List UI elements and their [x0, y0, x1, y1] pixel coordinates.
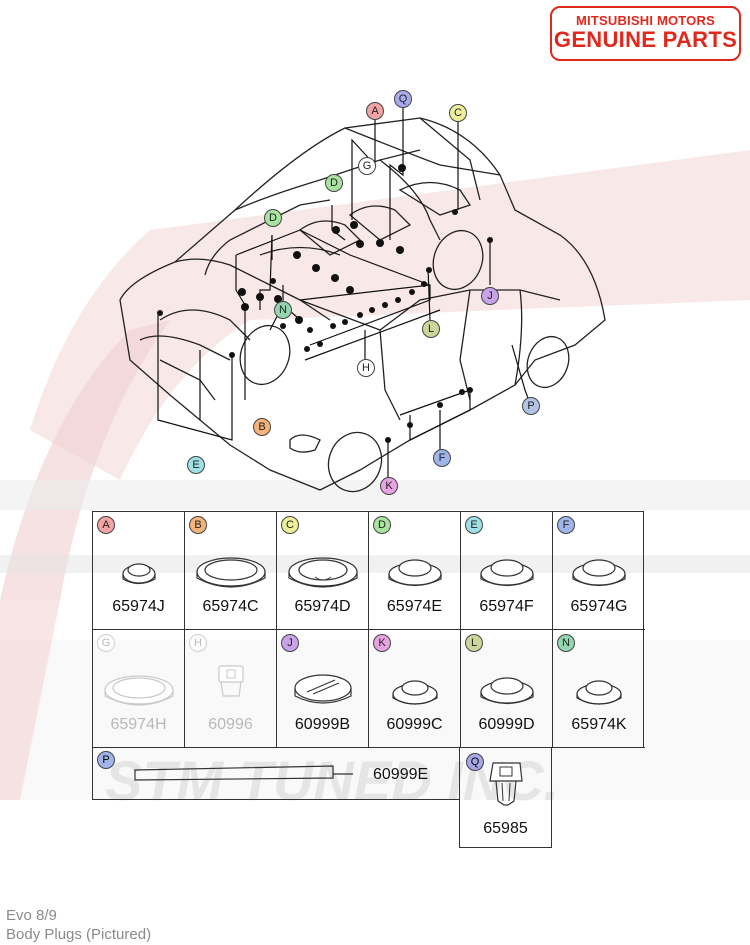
caption-model: Evo 8/9 [6, 907, 57, 924]
logo-brand: MITSUBISHI MOTORS [576, 13, 715, 28]
genuine-parts-logo: MITSUBISHI MOTORS GENUINE PARTS [550, 6, 741, 61]
part-badge-l: L [465, 634, 483, 652]
part-cell-a: A 65974J [93, 512, 185, 630]
part-badge-e: E [465, 516, 483, 534]
strip-plug-icon [134, 765, 353, 781]
part-badge-q: Q [466, 753, 484, 771]
callout-j: J [481, 287, 499, 305]
part-number: 60999B [294, 716, 351, 733]
part-number: 65974D [294, 598, 351, 615]
part-badge-d: D [373, 516, 391, 534]
callout-n: N [274, 301, 292, 319]
part-badge-j: J [281, 634, 299, 652]
part-number: 65974G [570, 598, 628, 615]
part-badge-f: F [557, 516, 575, 534]
part-badge-h: H [189, 634, 207, 652]
part-number: 65974J [112, 598, 165, 615]
part-cell-e: E 65974F [461, 512, 553, 630]
part-cell-g: G 65974H [93, 630, 185, 748]
part-badge-k: K [373, 634, 391, 652]
logo-tagline: GENUINE PARTS [553, 27, 738, 52]
part-cell-f: F 65974G [553, 512, 645, 630]
part-cell-d: D 65974E [369, 512, 461, 630]
callout-b: B [253, 418, 271, 436]
callout-q: Q [394, 90, 412, 108]
part-cell-n: N 65974K [553, 630, 645, 748]
callout-c: C [449, 104, 467, 122]
part-badge-n: N [557, 634, 575, 652]
clip-icon [489, 762, 523, 806]
part-badge-c: C [281, 516, 299, 534]
part-cell-h: H 60996 [185, 630, 277, 748]
part-number: 65974K [571, 716, 627, 733]
callout-e: E [187, 456, 205, 474]
parts-grid: A 65974J B 65974C C 65974D D 65974E E 65974F F 6597… [92, 511, 645, 748]
callout-g: G [358, 157, 376, 175]
part-cell-l: L 60999D [461, 630, 553, 748]
part-cell-j: J 60999B [277, 630, 369, 748]
callout-d: D [325, 174, 343, 192]
part-badge-b: B [189, 516, 207, 534]
part-badge-p: P [97, 751, 115, 769]
part-number-p: 60999E [373, 766, 429, 783]
part-number: 65974H [110, 716, 167, 733]
callout-l: L [422, 320, 440, 338]
part-cell-q: Q 65985 [459, 747, 552, 848]
part-number: 60996 [208, 716, 253, 733]
part-badge-a: A [97, 516, 115, 534]
car-body-diagram [119, 108, 606, 493]
part-cell-k: K 60999C [369, 630, 461, 748]
part-cell-p: P 60999E [92, 747, 460, 800]
part-number: 60999D [478, 716, 535, 733]
caption-description: Body Plugs (Pictured) [6, 926, 152, 943]
callout-k: K [380, 477, 398, 495]
part-cell-c: C 65974D [277, 512, 369, 630]
part-number: 60999C [386, 716, 443, 733]
part-badge-g: G [97, 634, 115, 652]
part-number: 65974C [202, 598, 259, 615]
part-number-q: 65985 [483, 820, 528, 837]
caption: Evo 8/9 Body Plugs (Pictured) [6, 906, 151, 944]
callout-p: P [522, 397, 540, 415]
part-cell-b: B 65974C [185, 512, 277, 630]
part-number: 65974E [386, 598, 443, 615]
callout-d: D [264, 209, 282, 227]
callout-a: A [366, 102, 384, 120]
callout-f: F [433, 449, 451, 467]
part-number: 65974F [479, 598, 534, 615]
callout-h: H [357, 359, 375, 377]
